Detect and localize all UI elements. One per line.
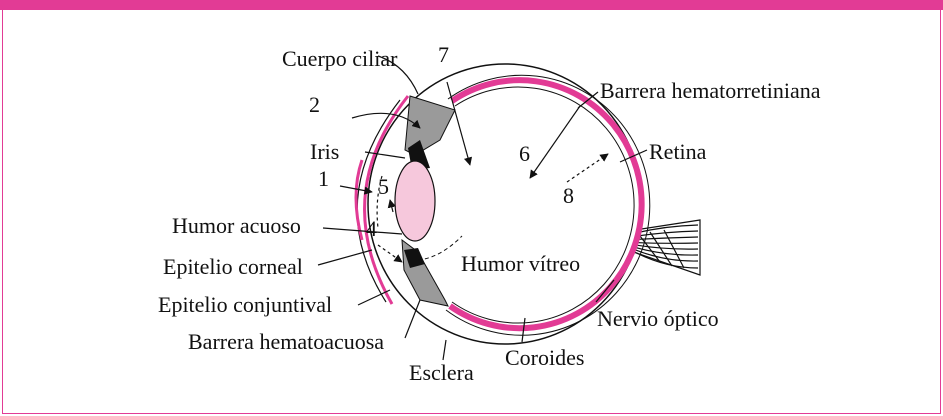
label-epitelio-conjuntival: Epitelio conjuntival [158, 292, 332, 317]
number-6: 6 [519, 141, 530, 166]
label-iris: Iris [310, 139, 339, 164]
label-nervio-optico: Nervio óptico [597, 306, 719, 331]
label-barrera-hematoacuosa: Barrera hematoacuosa [188, 329, 384, 354]
label-epitelio-corneal: Epitelio corneal [163, 254, 303, 279]
label-retina: Retina [649, 139, 707, 164]
conjunctival-epithelium [356, 160, 362, 240]
leader-epitelio-conjuntival [358, 290, 390, 305]
number-7: 7 [438, 42, 449, 67]
number-4: 4 [366, 216, 377, 241]
label-humor-vitreo: Humor vítreo [461, 251, 580, 276]
number-8: 8 [563, 183, 574, 208]
leader-epitelio-corneal [318, 250, 372, 265]
lens [395, 161, 435, 241]
label-coroides: Coroides [505, 345, 584, 370]
number-1: 1 [318, 166, 329, 191]
number-5: 5 [378, 174, 389, 199]
label-cuerpo-ciliar: Cuerpo ciliar [282, 46, 398, 71]
label-humor-acuoso: Humor acuoso [172, 213, 301, 238]
leader-esclera [443, 340, 446, 360]
number-2: 2 [309, 92, 320, 117]
label-barrera-hematorretiniana: Barrera hematorretiniana [600, 78, 821, 103]
label-esclera: Esclera [409, 360, 474, 385]
